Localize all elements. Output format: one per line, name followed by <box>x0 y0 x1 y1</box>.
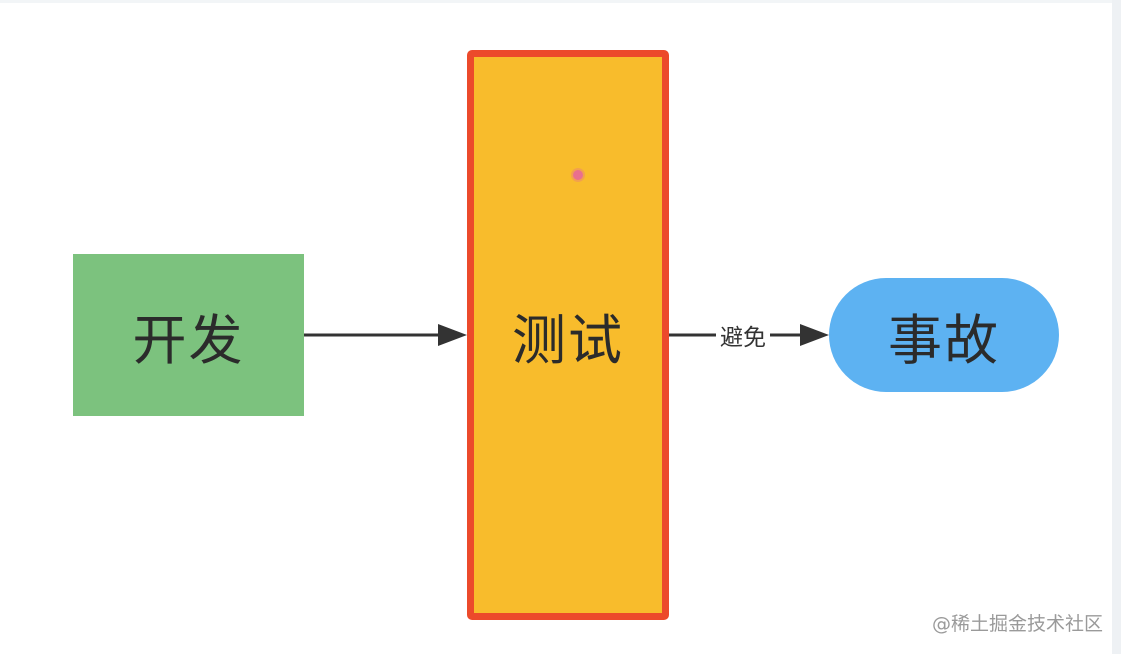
top-border-strip <box>0 0 1121 3</box>
node-dev[interactable]: 开发 <box>73 254 304 416</box>
node-dev-label: 开发 <box>132 308 245 372</box>
cursor-dot-icon <box>573 170 583 180</box>
edge-label-avoid: 避免 <box>716 321 770 355</box>
node-incident-label: 事故 <box>888 308 1000 372</box>
watermark: @稀土掘金技术社区 <box>931 613 1103 635</box>
node-incident[interactable]: 事故 <box>829 278 1059 392</box>
node-test-label: 测试 <box>512 308 624 372</box>
right-scrollbar-strip <box>1112 0 1121 654</box>
edge-test-to-incident-arrowhead <box>800 324 829 346</box>
edge-dev-to-test-arrowhead <box>438 324 467 346</box>
node-test[interactable]: 测试 <box>467 50 669 620</box>
